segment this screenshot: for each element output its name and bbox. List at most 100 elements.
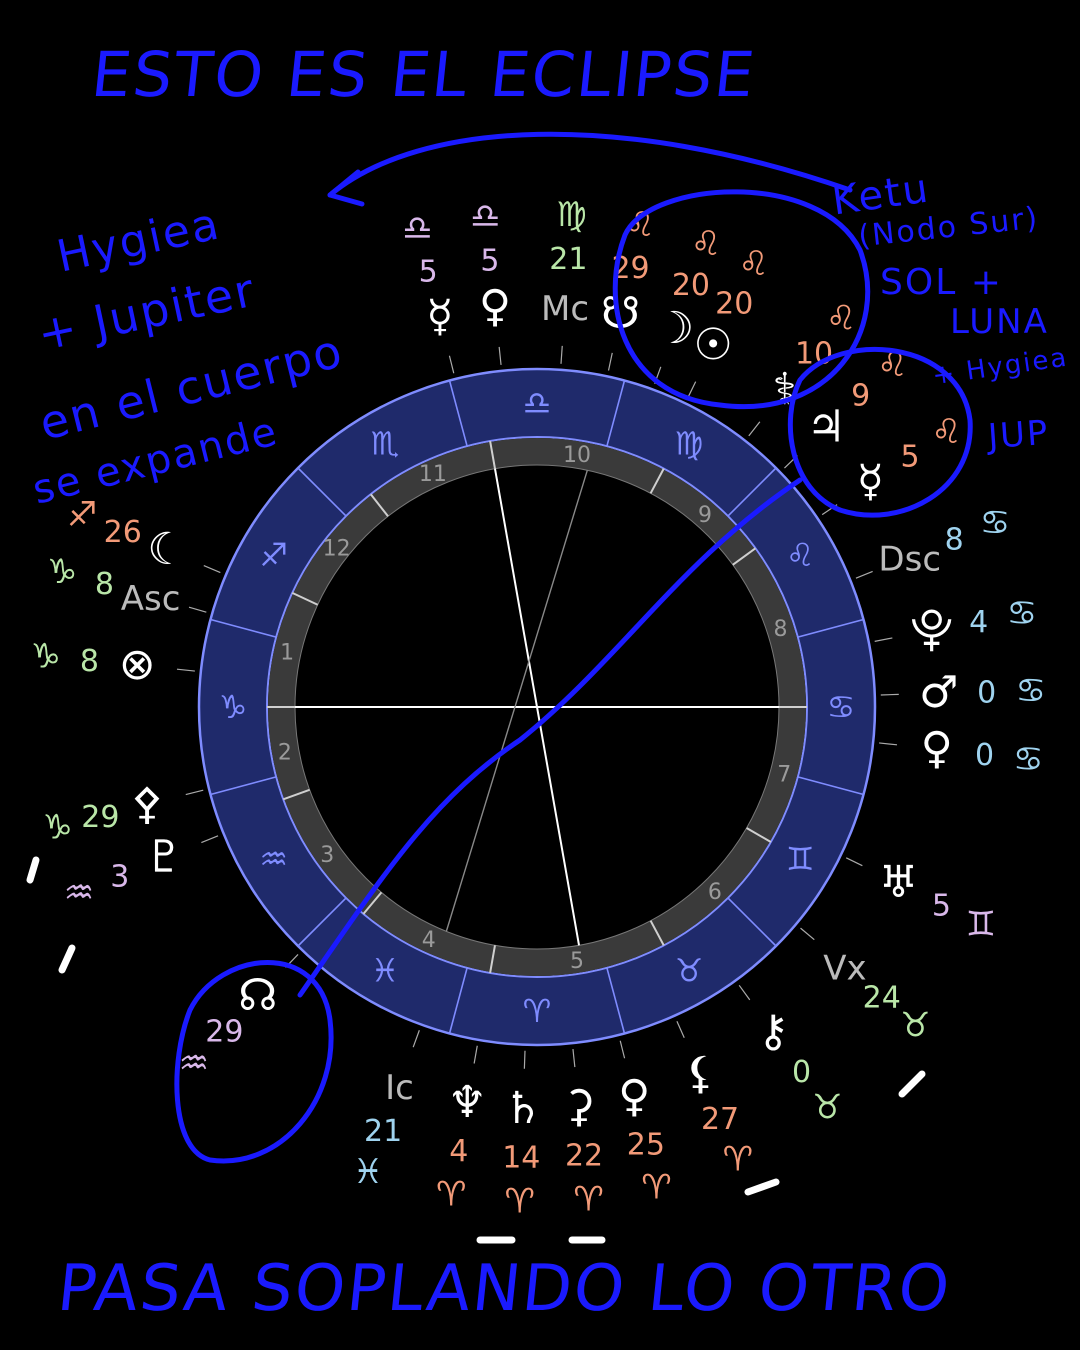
placement-sign-icon: ♋ — [1007, 594, 1037, 634]
house-number-label: 11 — [419, 462, 447, 487]
placement-ceres-aries: ⚳22♈ — [563, 1049, 604, 1219]
placement-moon-sagittarius-icon: ☾ — [147, 524, 186, 575]
placement-tick — [448, 355, 455, 374]
placement-tick — [572, 1049, 576, 1068]
zodiac-outer-border — [197, 367, 877, 1047]
placement-tick — [412, 1030, 420, 1048]
placement-fortune-capricorn-icon: ⊗ — [119, 639, 156, 690]
placement-sign-icon: ♑ — [30, 636, 60, 676]
zodiac-divider — [297, 467, 347, 517]
house-number-label: 3 — [320, 843, 334, 868]
placement-tick — [201, 835, 219, 844]
zodiac-sagittarius-icon: ♐ — [259, 536, 288, 574]
placement-tick — [845, 857, 863, 867]
zodiac-divider — [727, 897, 777, 947]
placement-sign-icon: ♌ — [931, 412, 961, 452]
zodiac-cancer-icon: ♋ — [827, 688, 856, 726]
zodiac-divider — [210, 618, 277, 638]
placement-degree: 0 — [975, 738, 994, 773]
placement-sign-icon: ♒ — [64, 873, 94, 913]
house-cusp — [362, 891, 383, 915]
zodiac-aquarius-icon: ♒ — [259, 840, 288, 878]
placement-point-cancer: ⯓4♋ — [874, 594, 1037, 655]
placement-mercury-libra: ☿5♎ — [402, 209, 455, 374]
placement-lilith-aries-icon: ⚸ — [684, 1048, 716, 1099]
placement-degree: 25 — [627, 1128, 665, 1163]
placement-mercury-leo-icon: ☿ — [857, 456, 884, 507]
placement-tick — [523, 1050, 526, 1069]
placement-mars-cancer: ♂0♋ — [880, 667, 1046, 718]
zodiac-divider — [606, 380, 626, 447]
placement-sign-icon: ♈ — [505, 1182, 535, 1222]
placement-tick — [498, 346, 502, 365]
placement-chiron-taurus: ⚷0♉ — [738, 984, 843, 1128]
ink-arrow-stroke — [327, 131, 853, 198]
annotation-right-4: LUNA — [950, 302, 1049, 342]
house-cusp — [489, 945, 496, 974]
zodiac-divider — [797, 776, 864, 796]
placement-degree: 5 — [480, 243, 499, 278]
placement-jupiter-leo-icon: ♃ — [806, 402, 845, 453]
zodiac-divider — [727, 467, 777, 517]
placement-moon-leo: ☽20♌ — [654, 224, 721, 384]
annotation-bottom: PASA SOPLANDO LO OTRO — [54, 1252, 955, 1326]
placement-degree: 0 — [792, 1055, 811, 1090]
house-cusp — [732, 547, 757, 566]
placement-sign-icon: ♋ — [1015, 671, 1045, 711]
placement-hygiea-leo: ⚕10♌ — [748, 299, 856, 437]
house-number-label: 1 — [280, 641, 294, 666]
zodiac-libra-icon: ♎ — [523, 384, 552, 422]
placement-sign-icon: ♎ — [402, 209, 432, 249]
house-cusp — [649, 468, 665, 494]
placement-degree: 5 — [419, 254, 438, 289]
placement-venus-aries: ♀25♈ — [618, 1040, 672, 1207]
annotation-right-3: SOL + — [880, 262, 1003, 303]
placement-saturn-aries: ♄14♈ — [502, 1050, 543, 1222]
placement-tick — [748, 421, 761, 437]
placement-sign-icon: ♈ — [723, 1139, 753, 1179]
placement-venus-cancer-icon: ♀ — [921, 723, 953, 774]
zodiac-divider — [797, 618, 864, 638]
placement-tick — [473, 1045, 478, 1064]
placement-ceres-aries-icon: ⚳ — [563, 1081, 595, 1132]
placement-neptune-aries: ♆4♈ — [436, 1045, 487, 1214]
placement-degree: 5 — [932, 888, 951, 923]
placement-degree: 26 — [104, 515, 142, 550]
placement-pluto-aquarius: ♇3♒ — [64, 832, 219, 913]
placement-tick — [203, 565, 221, 574]
placement-tick — [607, 352, 613, 371]
placement-uranus-gemini-icon: ♅ — [879, 857, 918, 908]
placement-degree: 29 — [81, 800, 119, 835]
zodiac-scorpio-icon: ♏ — [371, 425, 400, 463]
placement-tick — [874, 637, 893, 642]
ink-circle-jupiter-hygiea — [787, 346, 973, 518]
placement-venus-libra-icon: ♀ — [479, 281, 511, 332]
zodiac-leo-icon: ♌ — [786, 536, 815, 574]
placement-sign-icon: ♐ — [67, 495, 97, 535]
zodiac-divider — [448, 967, 468, 1034]
house-cusp — [746, 827, 772, 843]
placement-mc-virgo-icon: Mc — [541, 289, 589, 329]
placement-sign-icon: ♈ — [573, 1179, 603, 1219]
placement-tick — [619, 1040, 626, 1059]
placement-north-node-aquarius: ☊29♒ — [179, 954, 299, 1083]
placement-degree: 21 — [364, 1114, 402, 1149]
placement-sign-icon: ♋ — [1013, 740, 1043, 780]
placement-sign-icon: ♑ — [42, 808, 72, 848]
placement-vertex-taurus-icon: Vx — [823, 948, 866, 988]
placement-ic-pisces-icon: Ic — [385, 1068, 414, 1108]
placement-tick — [800, 927, 815, 941]
highlight-dash — [898, 1070, 926, 1098]
house-cusp — [489, 440, 496, 469]
zodiac-capricorn-icon: ♑ — [219, 688, 248, 726]
placement-degree: 20 — [672, 268, 710, 303]
zodiac-divider — [297, 897, 347, 947]
placement-venus-libra: ♀5♎ — [470, 197, 511, 365]
highlight-dash — [58, 944, 76, 974]
placement-asc-capricorn-icon: Asc — [121, 579, 181, 619]
placement-sign-icon: ♈ — [641, 1167, 671, 1207]
placement-sign-icon: ♒ — [179, 1043, 209, 1083]
